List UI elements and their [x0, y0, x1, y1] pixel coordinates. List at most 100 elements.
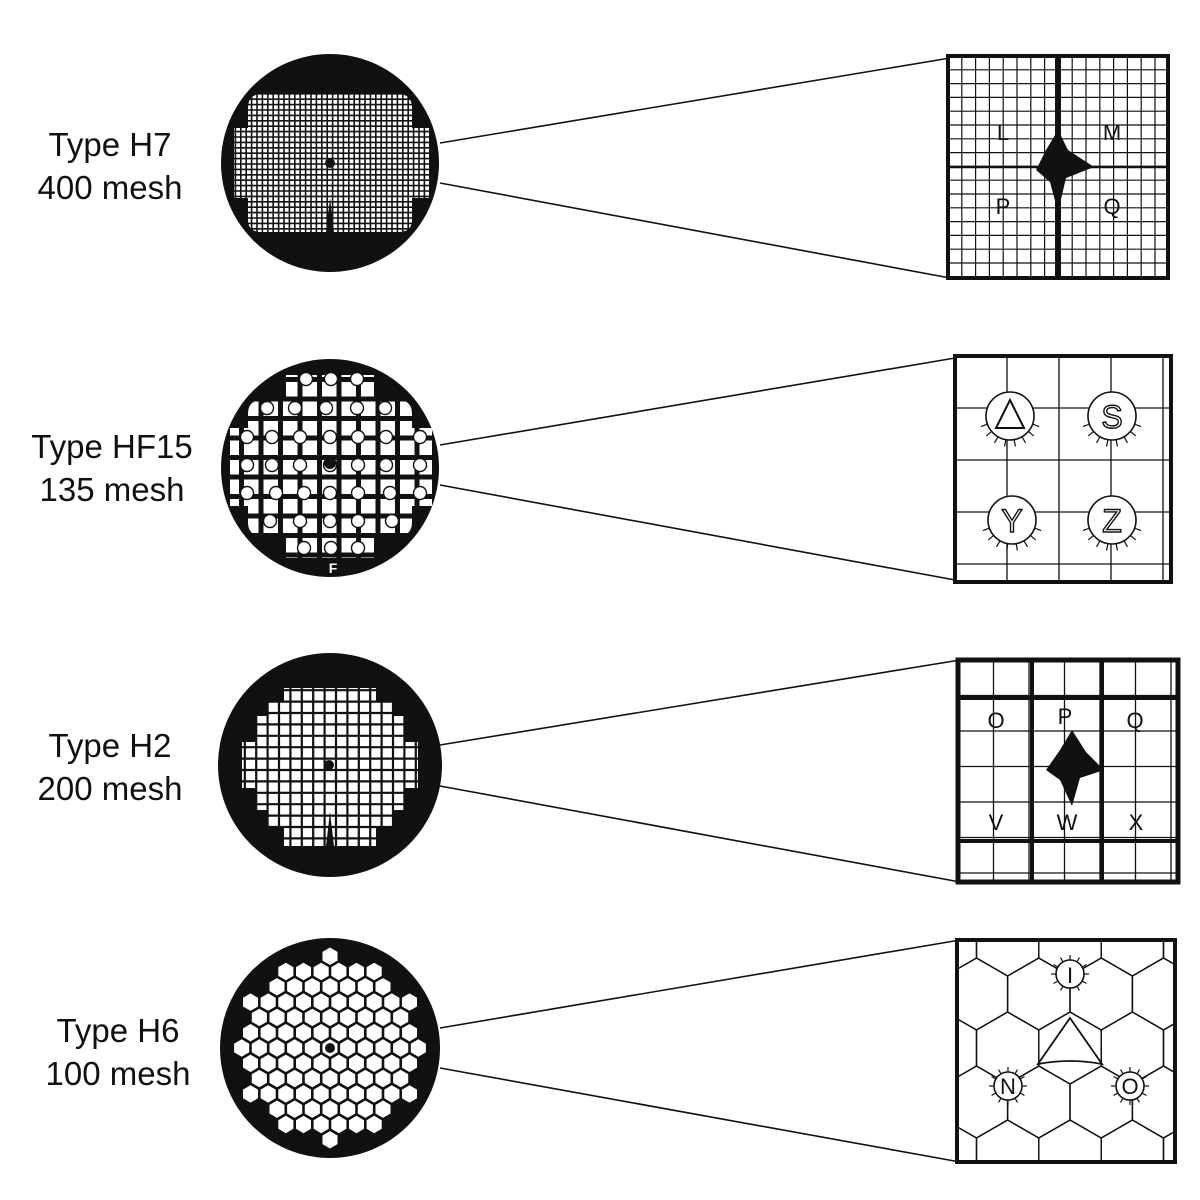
hex-cell [852, 1120, 914, 1192]
letter-marker [350, 540, 366, 556]
tick-mark [1027, 430, 1035, 437]
letter-marker [264, 429, 280, 445]
letter-marker [239, 485, 255, 501]
tick-mark [1059, 957, 1064, 963]
hex-cell [340, 1008, 356, 1027]
hex-cell [357, 1039, 373, 1057]
tick-mark [1106, 439, 1109, 447]
zoom-letter: P [996, 194, 1011, 219]
letter-marker [350, 485, 366, 501]
hex-cell [366, 1085, 382, 1103]
hex-cell [402, 1085, 417, 1103]
zoom-line-bottom [439, 484, 956, 581]
tick-mark [1087, 430, 1095, 437]
tick-mark [1119, 1097, 1124, 1103]
hex-cell [278, 1085, 294, 1103]
tick-mark [1087, 534, 1095, 541]
hex-cell [331, 1054, 347, 1072]
hex-cell [366, 1054, 382, 1072]
mesh-label: 200 mesh [37, 770, 183, 807]
tick-mark [991, 1092, 997, 1097]
zoom-letter: O [1121, 1074, 1138, 1099]
hex-cell [945, 1174, 1007, 1200]
tick-mark [1081, 963, 1087, 968]
hex-cell [296, 1115, 311, 1134]
letter-marker [384, 513, 400, 529]
zoom-letter: Y [1001, 503, 1022, 539]
hex-cell [331, 993, 347, 1011]
hex-cell [349, 1115, 364, 1134]
tick-mark [1076, 985, 1081, 991]
grid-label-h6: Type H6 100 mesh [3, 1009, 233, 1095]
hex-cell [384, 1054, 400, 1072]
hex-cell [384, 993, 400, 1011]
tick-mark [1115, 439, 1118, 447]
zoom-letter: L [997, 120, 1009, 145]
tick-mark [995, 540, 1001, 548]
tick-mark [1134, 527, 1142, 532]
hex-cell [287, 978, 303, 996]
hex-cell [340, 1100, 356, 1118]
hex-cell [357, 1100, 373, 1118]
hex-cell [375, 1100, 391, 1118]
hex-cell [260, 1085, 276, 1103]
hex-cell [322, 1069, 338, 1088]
center-marker [325, 158, 335, 168]
grid-h7: L M P Q [221, 54, 1170, 280]
tick-mark [1034, 527, 1042, 532]
letter-marker [382, 485, 398, 501]
zoom-line-bottom [439, 785, 961, 883]
tick-mark [1082, 423, 1090, 428]
hex-cell [366, 962, 382, 981]
hex-cell [393, 1039, 409, 1057]
zoom-letter: S [1101, 399, 1122, 435]
tick-mark [1129, 534, 1137, 541]
tick-mark [1053, 980, 1059, 985]
hex-cell [349, 1085, 364, 1103]
center-marker [324, 457, 336, 469]
center-marker [324, 760, 334, 770]
hex-cell [304, 978, 320, 996]
tick-mark [1013, 439, 1016, 447]
hex-cell [243, 1085, 258, 1103]
hex-cell [402, 1054, 417, 1072]
zoom-letter: O [987, 708, 1004, 733]
hex-cell [331, 1115, 347, 1134]
hex-cell [251, 1069, 267, 1088]
letter-marker [349, 400, 365, 416]
hex-cell [251, 1008, 267, 1027]
hex-cell [287, 1008, 303, 1027]
triangle-symbol [994, 397, 1026, 429]
tick-mark [1029, 534, 1037, 541]
zoom-letter: N [1000, 1074, 1016, 1099]
tick-mark [980, 423, 988, 428]
hex-cell [883, 1066, 945, 1138]
letter-marker [264, 457, 280, 473]
letter-circle [987, 495, 1037, 545]
tick-mark [1141, 1075, 1147, 1080]
tick-mark [985, 430, 993, 437]
hex-cell [1070, 1174, 1132, 1200]
tick-mark [997, 1097, 1002, 1103]
hex-cell [384, 1085, 400, 1103]
tick-mark [1095, 436, 1101, 444]
tick-mark [1053, 963, 1059, 968]
hex-cell [269, 1069, 285, 1088]
hex-cell [349, 1054, 364, 1072]
tick-mark [1019, 1075, 1025, 1080]
type-label: Type H6 [56, 1012, 180, 1049]
hex-cell [322, 1008, 338, 1027]
hex-cell [296, 1054, 311, 1072]
zoom-panel: O P Q V W X [955, 657, 1181, 885]
tick-mark [997, 1069, 1002, 1075]
hex-cell [313, 1054, 329, 1072]
zoom-letter: Z [1102, 503, 1122, 539]
hex-cell [393, 1069, 409, 1088]
letter-marker [239, 457, 255, 473]
hex-cell [883, 1174, 945, 1200]
hex-cell [304, 1100, 320, 1118]
star-marker [1046, 730, 1104, 806]
zoom-line-top [439, 939, 961, 1029]
hex-cell [357, 1008, 373, 1027]
mesh-label: 400 mesh [37, 169, 183, 206]
